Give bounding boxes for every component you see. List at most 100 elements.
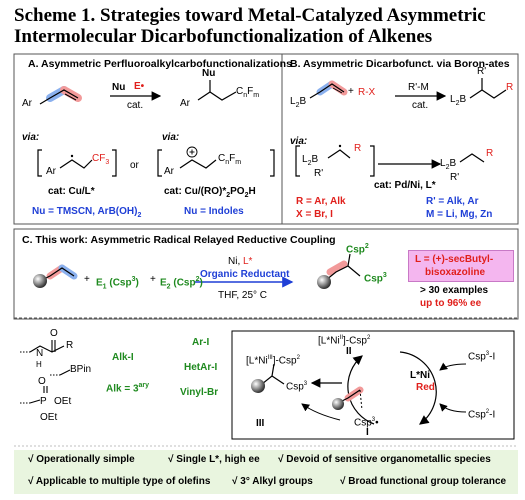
via-a: via: xyxy=(22,132,40,143)
nu-definition-2: Nu = Indoles xyxy=(184,206,244,217)
product-b-l2b: L2B xyxy=(450,94,467,107)
vinyl-br: Vinyl-Br xyxy=(180,387,219,398)
boronate2-l2b: L2B xyxy=(440,158,457,171)
ar-i: Ar-I xyxy=(192,337,210,348)
substrate-ball-icon xyxy=(33,274,47,288)
organic-reductant: Organic Reductant xyxy=(200,269,290,280)
nu-reagent: Nu xyxy=(112,82,126,93)
scheme-title-line1: Scheme 1. Strategies toward Metal-Cataly… xyxy=(14,5,486,26)
panel-c-frame xyxy=(13,228,519,320)
cat-b-line: cat: Pd/Ni, L* xyxy=(374,180,436,191)
rx-reagent: R-X xyxy=(358,87,376,98)
check-icon: √ xyxy=(168,454,174,465)
vinyl-boron xyxy=(309,83,345,99)
boronate2-rprime: R' xyxy=(450,172,460,183)
cycle-csp3-i: Csp3-I xyxy=(468,351,496,363)
product-ball-icon xyxy=(317,275,331,289)
radical-e: E• xyxy=(134,81,145,92)
hetar-i: HetAr-I xyxy=(184,362,218,373)
boronate-rprime: R' xyxy=(314,168,324,179)
e2-label: E2 (Csp2) xyxy=(160,276,203,291)
cycle-lni: L*Ni xyxy=(410,370,430,381)
features-panel xyxy=(14,450,518,494)
amide-n: N xyxy=(36,348,44,359)
ni-catalyst: Ni, L* xyxy=(228,256,253,267)
panel-b-header: B. Asymmetric Dicarbofunct. via Boron-at… xyxy=(290,58,510,70)
cycle-csp2-i: Csp2-I xyxy=(468,409,496,421)
alk-i: Alk-I xyxy=(112,352,134,363)
product-a xyxy=(197,91,237,101)
check-icon: √ xyxy=(28,476,34,487)
product-b-r: R xyxy=(506,82,514,93)
product-csp3: Csp3 xyxy=(364,272,387,285)
boronate-l2b: L2B xyxy=(302,154,319,167)
boronate-r: R xyxy=(354,143,362,154)
cycle-arc-right xyxy=(399,351,437,425)
m-definition: M = Li, Mg, Zn xyxy=(426,209,493,220)
alk-3ary: Alk = 3ary xyxy=(106,382,150,395)
cat-a1: cat: Cu/L* xyxy=(48,186,95,197)
ligand-line1: L = (+)-secButyl- xyxy=(415,254,494,265)
check-icon: √ xyxy=(232,476,238,487)
panel-a-header: A. Asymmetric Perfluoroalkylcarbofunctio… xyxy=(28,58,292,70)
cat-a2: cat: Cu/(RO)*2PO2H xyxy=(164,186,256,199)
feature-1: √ Operationally simple xyxy=(28,454,135,465)
ar-label: Ar xyxy=(22,98,32,109)
check-icon: √ xyxy=(278,454,284,465)
e1-label: E1 (Csp3) xyxy=(96,276,139,291)
cycle-label-i: I xyxy=(366,427,369,438)
cycle-box xyxy=(231,330,515,440)
ee-value: up to 96% ee xyxy=(420,298,482,309)
examples-count: > 30 examples xyxy=(420,285,489,296)
cycle-csp3-on-ni: Csp3 xyxy=(286,381,308,393)
feature-2: √ Single L*, high ee xyxy=(168,454,260,465)
l2b-reactant: L2B xyxy=(290,96,307,109)
scheme-title-line2: Intermolecular Dicarbofunctionalization … xyxy=(14,26,433,47)
product-b-rprime: R' xyxy=(477,66,487,77)
cycle-arc-left xyxy=(347,355,375,425)
cycle-ni-iii: [L*NiIII]-Csp2 xyxy=(246,355,300,367)
panel-ab-frame xyxy=(13,53,519,225)
amide-r: R xyxy=(66,340,74,351)
or-label: or xyxy=(130,160,139,171)
amide-o: O xyxy=(50,328,58,339)
amide-h: H xyxy=(36,360,42,369)
cat-b: cat. xyxy=(412,100,429,111)
phosphonate-p: P xyxy=(40,396,47,407)
ligand-box: L = (+)-secButyl- bisoxazoline xyxy=(408,250,514,282)
rm-reagent: R'-M xyxy=(408,82,429,93)
boronate2-r: R xyxy=(486,148,494,159)
plus-b: + xyxy=(348,86,354,97)
bpin-label: BPin xyxy=(70,364,92,375)
oet-2: OEt xyxy=(40,412,58,423)
alkene-a xyxy=(39,89,79,105)
cycle-ball-icon xyxy=(251,379,265,393)
product-a-nu: Nu xyxy=(202,68,216,79)
cycle-label-ii: II xyxy=(346,346,352,357)
via-a2-cnfm: CnFm xyxy=(218,153,242,166)
r-definition: R = Ar, Alk xyxy=(296,196,346,207)
cycle-ni-ii: [L*NiII]-Csp2 xyxy=(318,335,371,347)
panel-c-header: C. This work: Asymmetric Radical Relayed… xyxy=(22,234,336,246)
product-b xyxy=(469,89,507,99)
phosphonate-o: O xyxy=(38,376,46,387)
via-b: via: xyxy=(290,136,308,147)
conditions: THF, 25° C xyxy=(218,290,268,301)
cycle-label-iii: III xyxy=(256,418,265,429)
ligand-line2: bisoxazoline xyxy=(425,267,486,278)
product-a-ar: Ar xyxy=(180,98,190,109)
cycle-csp3-radical: Csp3• xyxy=(354,417,379,429)
feature-5: √ 3° Alkyl groups xyxy=(232,476,313,487)
cf3: CF3 xyxy=(92,153,110,166)
product-a-cnfm: CnFm xyxy=(236,86,260,99)
oet-1: OEt xyxy=(54,396,72,407)
cat-a: cat. xyxy=(127,100,144,111)
nu-definition-1: Nu = TMSCN, ArB(OH)2 xyxy=(32,206,142,219)
via-a2: via: xyxy=(162,132,180,143)
via-a2-ar: Ar xyxy=(164,166,174,177)
x-definition: X = Br, I xyxy=(296,209,333,220)
product-csp2: Csp2 xyxy=(346,243,369,256)
cycle-red: Red xyxy=(416,382,435,393)
feature-3: √ Devoid of sensitive organometallic spe… xyxy=(278,454,491,465)
